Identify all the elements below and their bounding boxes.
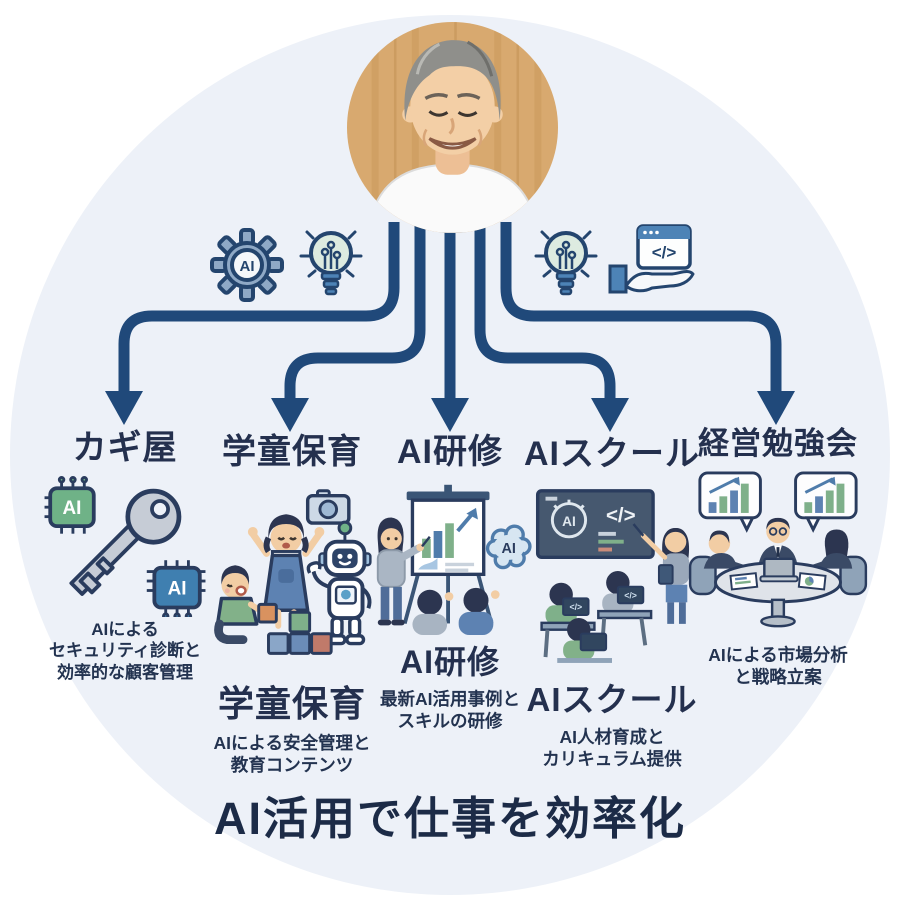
branch-title: AI研修 [397,433,503,471]
main-title: AI活用で仕事を効率化 [213,793,686,844]
branch-title: 経営勉強会 [698,426,858,461]
lightbulb-circuit-icon-right [534,220,598,305]
branch-caption: 学童保育 [217,683,366,724]
key-ai-illustration: AI AI [44,476,206,617]
branch-description: 最新AI活用事例と スキルの研修 [380,689,520,731]
arrowhead-2 [271,398,309,432]
branch-school: AIスクール AI </> [512,426,712,771]
branch-description: AI人材育成と カリキュラム提供 [542,727,682,769]
chip-ai-label-blue: AI [168,578,187,599]
laptop-code-glyph-1: </> [569,602,582,612]
arrow-path-5 [500,222,782,394]
laptop-code-glyph-2: </> [624,590,637,600]
arrowhead-5 [757,391,795,425]
board-code-glyph: </> [606,504,636,527]
branch-gakudo: 学童保育 [192,424,392,777]
portrait-illustration [347,22,558,233]
window-code-glyph: </> [652,243,677,262]
face [410,58,495,155]
branch-title: カギ屋 [72,429,178,467]
ai-gear-icon: AI [210,228,284,307]
smile [428,137,477,150]
board-ai-label: AI [562,514,576,529]
hair [404,40,501,121]
chip-ai-label-green: AI [63,498,82,519]
branch-description: AIによる市場分析 と戦略立案 [708,645,848,687]
branch-description: AIによる安全管理と 教育コンテンツ [213,733,371,775]
branch-caption: AI研修 [399,644,500,680]
meeting-illustration [688,471,868,628]
branch-caption: AIスクール [526,681,698,718]
branch-keiei: 経営勉強会 [678,418,878,689]
branch-title: AIスクール [524,435,700,473]
presentation-illustration: AI [376,484,532,635]
kids-robot-illustration [214,489,372,655]
brain-ai-label: AI [502,541,516,557]
arrow-path-1 [118,222,400,394]
arrowhead-1 [105,391,143,425]
classroom-illustration: AI </> </> [535,489,690,663]
hand-code-window-icon: </> [608,224,698,309]
arrowhead-4 [591,398,629,432]
arrowhead-3 [431,398,469,432]
gear-ai-label: AI [240,258,255,275]
arrow-path-2 [284,222,426,401]
branch-kagiya: カギ屋 AI AI [30,420,220,683]
branch-description: AIによる セキュリティ診断と 効率的な顧客管理 [49,620,201,682]
branch-title: 学童保育 [222,433,362,471]
branch-kenshu: AI研修 [355,424,545,733]
lightbulb-circuit-icon-left [299,220,363,305]
portrait-photo [347,22,558,233]
arrow-path-4 [474,222,616,401]
